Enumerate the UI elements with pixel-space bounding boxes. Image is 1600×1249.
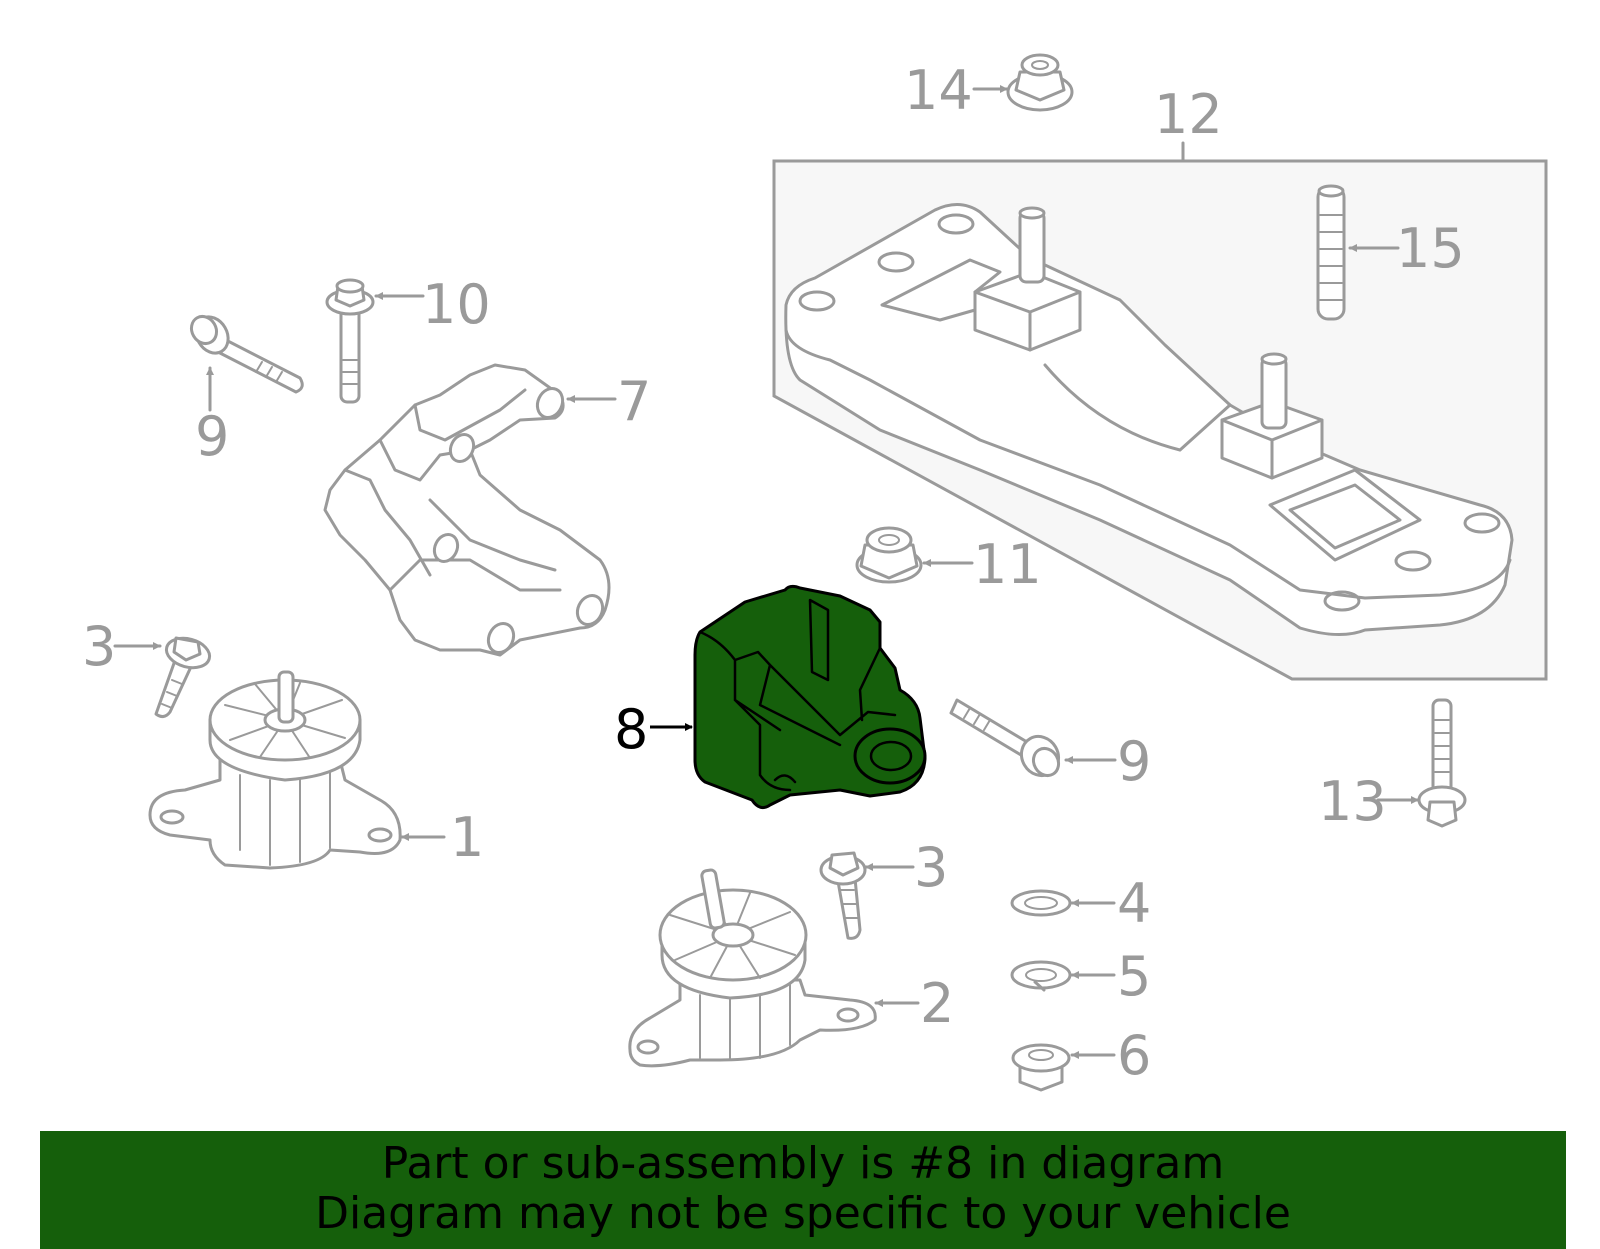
- callout-13: 13: [1318, 770, 1387, 833]
- callout-14: 14: [904, 59, 973, 122]
- bolt-part-9-upper: [189, 314, 304, 394]
- nut-part-6: [1011, 1043, 1071, 1092]
- leader-arrows: [113, 85, 1420, 1059]
- callout-4: 4: [1117, 872, 1151, 935]
- callout-11: 11: [973, 533, 1042, 596]
- bolt-part-3-center: [819, 851, 867, 940]
- bracket-part-7: [323, 363, 611, 657]
- banner-line-1: Part or sub-assembly is #8 in diagram: [381, 1138, 1225, 1189]
- washer-part-4: [1010, 889, 1072, 917]
- info-banner: Part or sub-assembly is #8 in diagram Di…: [40, 1131, 1566, 1249]
- callout-3-center: 3: [914, 836, 948, 899]
- nut-part-14: [1006, 53, 1074, 112]
- crossmember-part-12: [772, 141, 1548, 681]
- callout-3-left: 3: [82, 615, 116, 678]
- parts-diagram: 14 12 15 10 9 7 3 11 8 9 13 1 3 4 5 2 6: [82, 53, 1548, 1092]
- callout-8: 8: [614, 698, 648, 761]
- stud-part-15: [1316, 184, 1346, 321]
- engine-mount-part-1: [148, 670, 402, 870]
- callout-2: 2: [920, 972, 954, 1035]
- callout-12: 12: [1154, 83, 1223, 146]
- banner-line-2: Diagram may not be specific to your vehi…: [315, 1188, 1291, 1239]
- callout-7: 7: [617, 370, 651, 433]
- callout-5: 5: [1117, 945, 1151, 1008]
- transmission-mount-part-8: [693, 584, 927, 810]
- callout-6: 6: [1117, 1024, 1151, 1087]
- callout-10: 10: [422, 273, 491, 336]
- callout-15: 15: [1396, 217, 1465, 280]
- bolt-part-13: [1417, 698, 1467, 828]
- bolt-part-10: [325, 278, 375, 404]
- bolt-part-3-left: [154, 636, 212, 719]
- callout-9-upper: 9: [195, 405, 229, 468]
- callout-1: 1: [450, 806, 484, 869]
- bolt-part-9-right: [949, 698, 1061, 778]
- lock-washer-part-5: [1010, 960, 1072, 992]
- engine-mount-part-2: [628, 868, 877, 1068]
- nut-part-11: [855, 526, 923, 584]
- callout-9-right: 9: [1117, 730, 1151, 793]
